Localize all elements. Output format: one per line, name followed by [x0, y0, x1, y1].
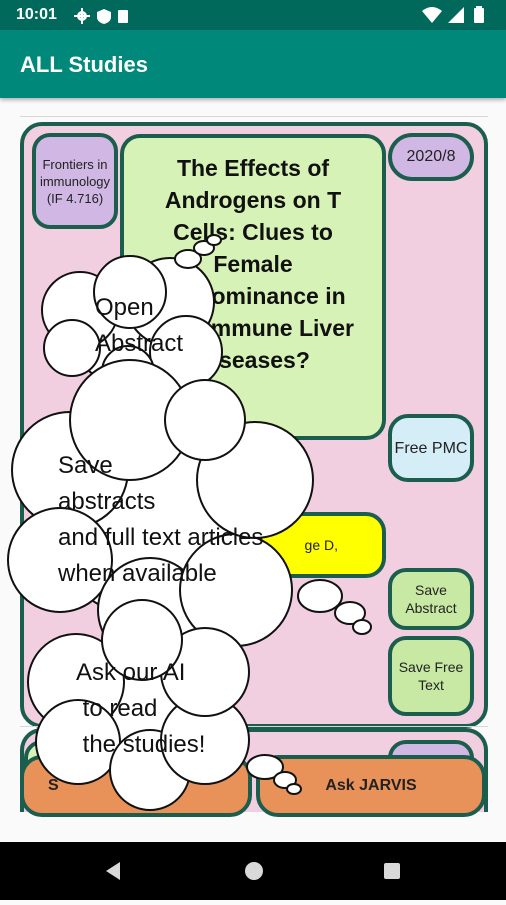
sd-card-icon: [118, 10, 128, 23]
list-divider-2: [20, 726, 488, 727]
date-badge: 2020/8: [388, 133, 474, 181]
status-left-icons: [74, 7, 146, 30]
save-studies-button[interactable]: S: [20, 755, 252, 817]
ask-jarvis-button[interactable]: Ask JARVIS: [256, 755, 486, 817]
home-icon: [245, 862, 263, 880]
app-bar: ALL Studies: [0, 30, 506, 98]
free-pmc-button[interactable]: Free PMC: [388, 414, 474, 482]
status-right-icons: [422, 6, 494, 29]
wifi-icon: [422, 7, 442, 23]
cloud-text-save-abstracts: Save abstracts and full text articles wh…: [58, 452, 264, 587]
study-title-button[interactable]: The Effects of Androgens on T Cells: Clu…: [120, 134, 386, 440]
save-free-text-button[interactable]: Save Free Text: [388, 636, 474, 716]
save-abstract-button[interactable]: Save Abstract: [388, 568, 474, 630]
list-divider: [20, 116, 488, 117]
app-title: ALL Studies: [20, 52, 148, 77]
signal-icon: [448, 7, 464, 23]
recents-icon: [384, 863, 400, 879]
navigation-bar: [0, 842, 506, 900]
cloud-text-ask-ai: Ask our AI to read the studies!: [76, 659, 206, 758]
journal-badge: Frontiers in immunology (IF 4.716): [32, 133, 118, 229]
back-icon: [106, 862, 120, 880]
status-bar: 10:01: [0, 0, 506, 30]
settings-icon: [74, 8, 90, 24]
cloud-text-open-abstract: Open Abstract: [95, 294, 184, 357]
shield-icon: [97, 9, 111, 24]
status-time: 10:01: [16, 6, 57, 23]
battery-icon: [474, 8, 484, 23]
